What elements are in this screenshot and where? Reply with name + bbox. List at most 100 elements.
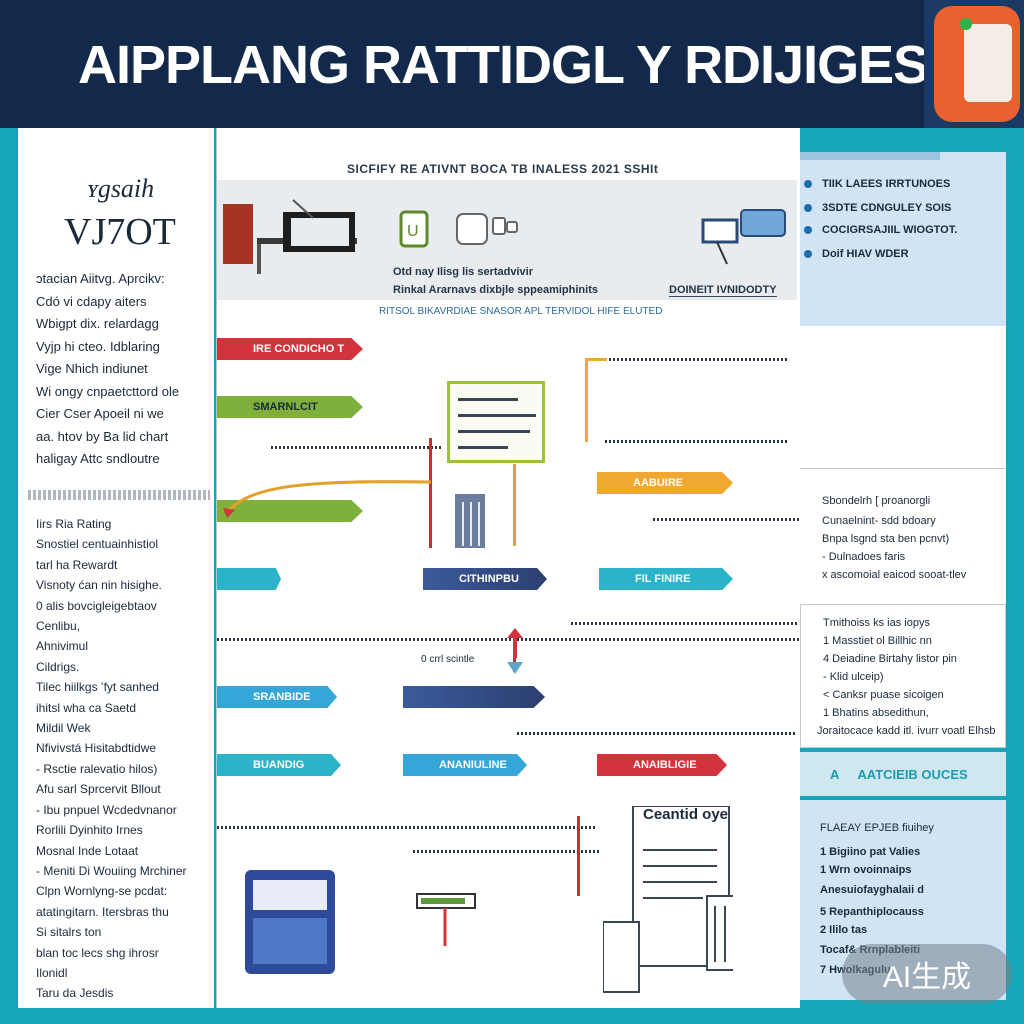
left-line: atatingitarn. Itersbras thu <box>36 904 169 919</box>
panel-tab <box>800 152 940 160</box>
svg-text:U: U <box>407 223 419 240</box>
flow-arrow-red-2: ANAIBLIGIE <box>597 754 727 776</box>
left-line: - Rsctie ralevatio hilos) <box>36 761 158 776</box>
note-line <box>458 430 530 433</box>
connector-line <box>605 440 787 443</box>
connector-tick <box>585 358 607 361</box>
left-line: haligay Attc sndloutre <box>36 451 160 466</box>
left-line: aa. htov by Ba lid chart <box>36 428 169 444</box>
banner-panel: U Otd nay Ilisg lis sertadvivir Rinkal A… <box>217 180 797 300</box>
right-mid-line: - Dulnadoes faris <box>822 551 906 563</box>
bullet-icon <box>804 204 812 212</box>
left-logo: ʏgsaih VJ7OT <box>40 174 200 264</box>
note-line <box>458 398 518 401</box>
connector-line <box>517 732 797 735</box>
right-list-item: 3SDTE CDNGULEY SOIS <box>804 202 951 214</box>
bullet-icon <box>804 180 812 188</box>
connector-line <box>413 850 599 853</box>
right-mid-panel: Sbondelrh [ proanorgli Cunaelnint- sdd b… <box>800 468 1006 608</box>
header-bar: AIPPLANG RATTIDGL Y RDIJIGES <box>0 0 929 128</box>
left-line: Tilec hiilkgs ‛fyt sanhed <box>36 680 159 695</box>
connector-line <box>271 446 443 449</box>
connector-label: 0 crrl scintle <box>421 654 475 665</box>
connector-vertical-orange <box>585 358 588 442</box>
right-mid-line: x ascomoial eaicod sooat-tlev <box>822 569 967 581</box>
connector-line <box>217 638 799 641</box>
triangle-icon: A <box>830 766 840 782</box>
machine-icon <box>245 870 335 974</box>
left-line: blan toc lecs shg ihrosr <box>36 945 159 960</box>
corner-paper-icon <box>964 24 1012 102</box>
flow-arrow-blue: SRANBIDE <box>217 686 337 708</box>
right-list-item: COCIGRSAJIIL WIOGTOT. <box>804 224 957 236</box>
left-line: Afu sarl Sprcervit Bllout <box>36 782 161 797</box>
left-line: Nfivivstá Hisitabdtidwe <box>36 741 157 756</box>
note-box <box>447 381 545 463</box>
left-line: Taru da Jesdis <box>36 986 114 1001</box>
banner-caption-2: Rinkal Ararnavs dixbjle sppeamiphinits <box>393 284 598 296</box>
connector-line <box>653 518 801 521</box>
corner-dot-icon <box>960 18 972 30</box>
right-section-title: AATCIEIB OUCES <box>857 766 968 782</box>
flow-arrow-green: SMARNLCIT <box>217 396 363 418</box>
logo-small-text: ʏgsaih <box>88 174 155 203</box>
document-icon <box>603 806 733 993</box>
note-line <box>458 446 508 449</box>
left-line: Wi ongy cnpaetcttord ole <box>36 383 180 399</box>
left-line: - Meniti Di Wouiing Mrchiner <box>36 863 187 878</box>
connector-line <box>571 622 799 625</box>
left-line: Rorlili Dyinhito Irnes <box>36 823 143 838</box>
left-line: Snostiel centuainhistiol <box>36 537 159 552</box>
connector-vertical-gold <box>513 464 516 546</box>
right-mid-panel-2: Tmithoiss ks ias iopys 1 Masstiet ol Bil… <box>800 604 1006 748</box>
corner-illustration <box>924 0 1024 128</box>
building-icon <box>455 494 485 548</box>
left-line: tarl ha Rewardt <box>36 557 118 572</box>
left-line: Wbigpt dix. relardagg <box>36 316 159 331</box>
left-line: 0 alis bovcigleigebtaov <box>36 598 157 613</box>
flow-arrow-teal: FIL FINIRE <box>599 568 733 590</box>
left-line: Iirs Ria Rating <box>36 517 112 531</box>
left-line: Clpn Wornlyng-se pcdat: <box>36 884 168 899</box>
connector-line <box>217 826 597 829</box>
plug-icon <box>416 893 476 946</box>
flow-arrow-orange: AABUIRE <box>597 472 733 494</box>
flow-arrow-red: IRE CONDICHO T <box>217 338 363 360</box>
left-divider <box>28 490 210 500</box>
connector-vertical-red-3 <box>577 816 580 896</box>
right-mid-line: 4 Deiadine Birtahy listor pin <box>823 653 957 665</box>
right-mid-line: < Canksr puase sicoigen <box>823 689 944 701</box>
left-line: ɔtacian Aiitvg. Aprcikv: <box>36 271 165 286</box>
left-line: - Ibu pnpuel Wcdedvnanor <box>36 802 177 817</box>
left-line: Vige Nhich indiunet <box>36 361 148 376</box>
flow-arrow-navy: CITHINPBU <box>423 568 547 590</box>
right-mid-line: - Klid ulceip) <box>823 671 884 683</box>
document-title: Ceantid oye <box>643 806 729 823</box>
right-mid-line: 1 Bhatins absedithun, <box>823 707 929 719</box>
right-top-blank <box>800 326 1006 468</box>
left-line: Si sitalrs ton <box>36 925 102 940</box>
bullet-icon <box>804 226 812 234</box>
flow-arrow-teal-2: BUANDIG <box>217 754 341 776</box>
right-bottom-line: FLAEAY EPJEB fiuihey <box>820 822 934 834</box>
note-line <box>458 414 536 417</box>
bullet-icon <box>804 250 812 258</box>
diagram-title: SICFIFY RE ATIVNT BOCA TB INALESS 2021 S… <box>347 162 659 176</box>
banner-caption-1: Otd nay Ilisg lis sertadvivir <box>393 266 533 278</box>
left-line: Cdó vi cdapy aiters <box>36 293 147 309</box>
right-list-item: Doif HIAV WDER <box>804 248 909 260</box>
down-arrow-icon <box>507 628 523 674</box>
banner-subcaption: RITSOL BIKAVRDIAE SNASOR APL TERVIDOL HI… <box>379 306 663 317</box>
right-mid-line: Cunaelnint- sdd bdoary <box>822 515 936 527</box>
left-line: Cenlibu, <box>36 619 81 634</box>
center-diagram: SICFIFY RE ATIVNT BOCA TB INALESS 2021 S… <box>216 128 801 1008</box>
left-line: Ilonidl <box>36 965 68 980</box>
right-list-item: TIIK LAEES IRRTUNOES <box>804 178 950 190</box>
ai-watermark: AI生成 <box>842 944 1012 1004</box>
hardware-icon <box>701 209 786 265</box>
flow-arrow-navy-2 <box>403 686 545 708</box>
right-mid-line: Joraitocace kadd itl. ivurr voatl Elhsb <box>817 725 996 737</box>
left-text-block: ɔtacian Aiitvg. Aprcikv: Cdó vi cdapy ai… <box>36 268 210 471</box>
left-line: ihitsl wha ca Saetd <box>36 700 137 715</box>
